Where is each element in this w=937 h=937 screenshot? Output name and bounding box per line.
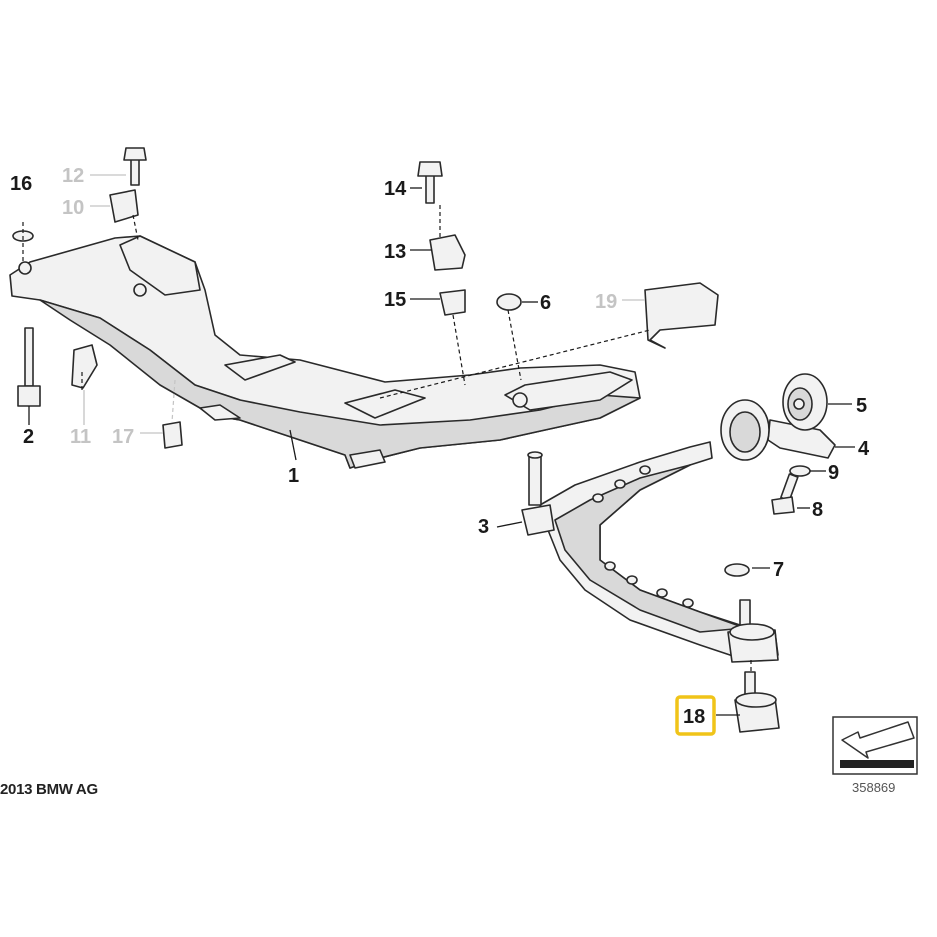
ball-joint-18-part[interactable] <box>734 671 780 733</box>
callout-6[interactable]: 6 <box>540 292 551 314</box>
callout-9[interactable]: 9 <box>828 462 839 484</box>
mount-19-part[interactable] <box>644 282 719 349</box>
diagram-number: 358869 <box>852 780 895 795</box>
subframe-part[interactable] <box>9 235 641 469</box>
callout-15[interactable]: 15 <box>384 289 406 311</box>
copyright-text: 2013 BMW AG <box>0 781 98 798</box>
bolt-2-part[interactable] <box>17 327 41 407</box>
callout-7[interactable]: 7 <box>773 559 784 581</box>
bracket-part[interactable] <box>720 399 836 461</box>
callout-12[interactable]: 12 <box>62 165 84 187</box>
callout-16[interactable]: 16 <box>10 173 32 195</box>
callout-2[interactable]: 2 <box>23 426 34 448</box>
callout-11[interactable]: 11 <box>70 426 91 448</box>
callout-17[interactable]: 17 <box>112 426 134 448</box>
callout-1[interactable]: 1 <box>288 465 299 487</box>
callout-19[interactable]: 19 <box>595 291 617 313</box>
callout-14[interactable]: 14 <box>384 178 407 200</box>
nut-15-part[interactable] <box>439 289 466 316</box>
callout-10[interactable]: 10 <box>62 197 84 219</box>
callout-8[interactable]: 8 <box>812 499 823 521</box>
direction-arrow-icon <box>832 716 918 775</box>
nut-plate-10-part[interactable] <box>109 189 139 223</box>
rubber-mounting-part[interactable] <box>782 373 828 431</box>
clip-13-part[interactable] <box>429 234 466 271</box>
callout-4[interactable]: 4 <box>858 438 870 460</box>
callout-3[interactable]: 3 <box>478 516 489 538</box>
highlight-box <box>675 695 716 736</box>
callout-5[interactable]: 5 <box>856 395 867 417</box>
control-arm-part[interactable] <box>521 441 779 663</box>
callout-13[interactable]: 13 <box>384 241 406 263</box>
washer-7-part[interactable] <box>724 563 750 577</box>
bracket-11-part[interactable] <box>71 344 98 389</box>
bolt-8-part[interactable] <box>771 473 799 515</box>
bolt-12-part[interactable] <box>123 147 147 186</box>
washer-6-part[interactable] <box>496 293 522 311</box>
callout-18[interactable]: 18 <box>683 706 705 728</box>
sleeve-17-part[interactable] <box>162 421 183 449</box>
screw-14-part[interactable] <box>417 161 443 204</box>
